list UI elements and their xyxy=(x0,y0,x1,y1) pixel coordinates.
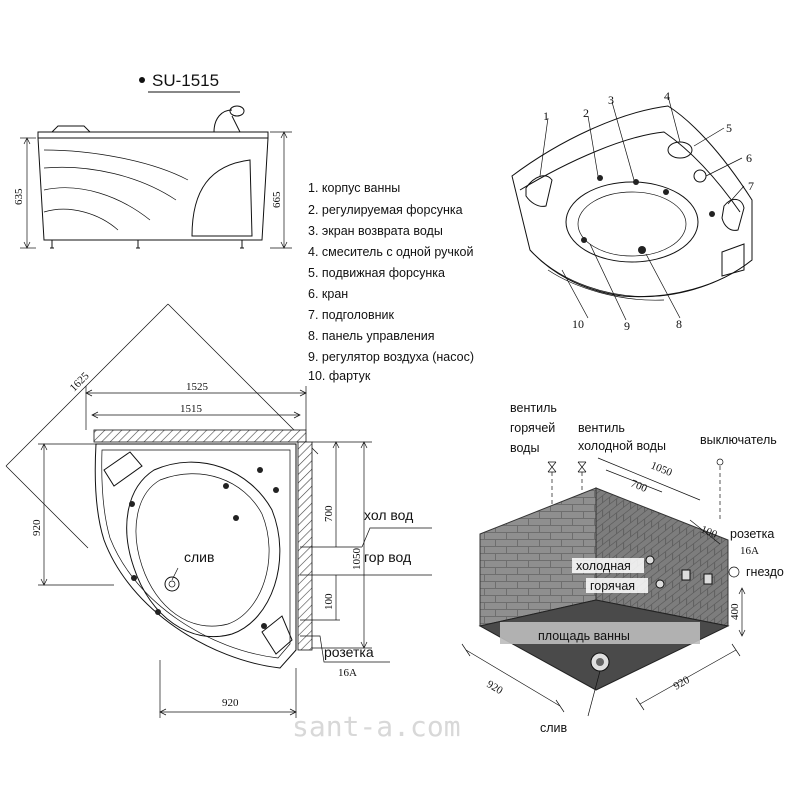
callout-10: 10 xyxy=(572,317,584,331)
part-7: 7. подголовник xyxy=(308,308,395,322)
parts-list: 1. корпус ванны 2. регулируемая форсунка… xyxy=(308,181,474,383)
plan-dim-inner: 1515 xyxy=(180,403,203,415)
callout-7: 7 xyxy=(748,179,754,193)
callout-2: 2 xyxy=(583,106,589,120)
valve-hot-line-3: воды xyxy=(510,441,539,455)
part-5: 5. подвижная форсунка xyxy=(308,266,445,280)
install-socket-rating: 16А xyxy=(740,545,759,557)
hot-label: горячая xyxy=(590,579,635,593)
plan-dim-outer: 1525 xyxy=(186,381,209,393)
side-dim-right: 665 xyxy=(271,191,283,208)
plan-dim-100: 100 xyxy=(323,593,335,610)
plan-dim-700: 700 xyxy=(323,505,335,522)
valve-hot-line-1: вентиль xyxy=(510,401,557,415)
plan-view: 1625 1525 1515 1050 xyxy=(5,303,432,718)
callout-3: 3 xyxy=(608,93,614,107)
drain-icon xyxy=(596,658,604,666)
jack-icon xyxy=(728,566,740,578)
plan-cold-water-label: хол вод xyxy=(364,507,413,523)
model-title: SU-1515 xyxy=(139,71,240,93)
plan-dim-bottom: 920 xyxy=(222,697,239,709)
callout-8: 8 xyxy=(676,317,682,331)
part-9: 9. регулятор воздуха (насос) xyxy=(308,350,474,364)
install-dim-700: 700 xyxy=(629,478,649,495)
part-8: 8. панель управления xyxy=(308,329,435,343)
plan-dim-1050: 1050 xyxy=(351,548,363,571)
callout-4: 4 xyxy=(664,89,670,103)
model-label: SU-1515 xyxy=(152,71,219,90)
plan-dim-side: 920 xyxy=(31,519,43,536)
switch-label: выключатель xyxy=(700,433,777,447)
bullet-icon xyxy=(139,77,145,83)
install-drain-label: слив xyxy=(540,721,568,735)
part-2: 2. регулируемая форсунка xyxy=(308,203,463,217)
jack-label: гнездо xyxy=(746,565,784,579)
cold-label: холодная xyxy=(576,559,631,573)
installation-view: вентиль горячей воды вентиль холодной во… xyxy=(461,401,784,735)
valve-cold-line-1: вентиль xyxy=(578,421,625,435)
plan-socket-rating: 16А xyxy=(338,667,357,679)
callout-5: 5 xyxy=(726,121,732,135)
callout-9: 9 xyxy=(624,319,630,333)
bath-area-label: площадь ванны xyxy=(538,629,630,643)
part-4: 4. смеситель с одной ручкой xyxy=(308,245,473,259)
part-6: 6. кран xyxy=(308,287,348,301)
valve-cold-line-2: холодной воды xyxy=(578,439,666,453)
callout-6: 6 xyxy=(746,151,752,165)
install-dim-400: 400 xyxy=(729,603,741,620)
part-10: 10. фартук xyxy=(308,369,371,383)
side-view: 635 665 xyxy=(13,105,292,249)
plan-drain-label: слив xyxy=(184,549,214,565)
part-3: 3. экран возврата воды xyxy=(308,224,443,238)
install-socket-label: розетка xyxy=(730,527,774,541)
install-dim-100: 100 xyxy=(699,524,719,541)
valve-hot-line-2: горячей xyxy=(510,421,555,435)
plan-socket-label: розетка xyxy=(324,644,374,660)
install-dim-1050: 1050 xyxy=(649,460,674,480)
plan-dim-diagonal: 1625 xyxy=(68,370,92,394)
perspective-view: 1 2 3 4 5 6 7 10 9 8 xyxy=(511,89,754,333)
watermark: sant-a.com xyxy=(292,710,461,743)
plan-hot-water-label: гор вод xyxy=(364,549,411,565)
install-dim-920-left: 920 xyxy=(484,678,505,697)
callout-1: 1 xyxy=(543,109,549,123)
part-1: 1. корпус ванны xyxy=(308,181,400,195)
side-dim-left: 635 xyxy=(13,188,25,205)
